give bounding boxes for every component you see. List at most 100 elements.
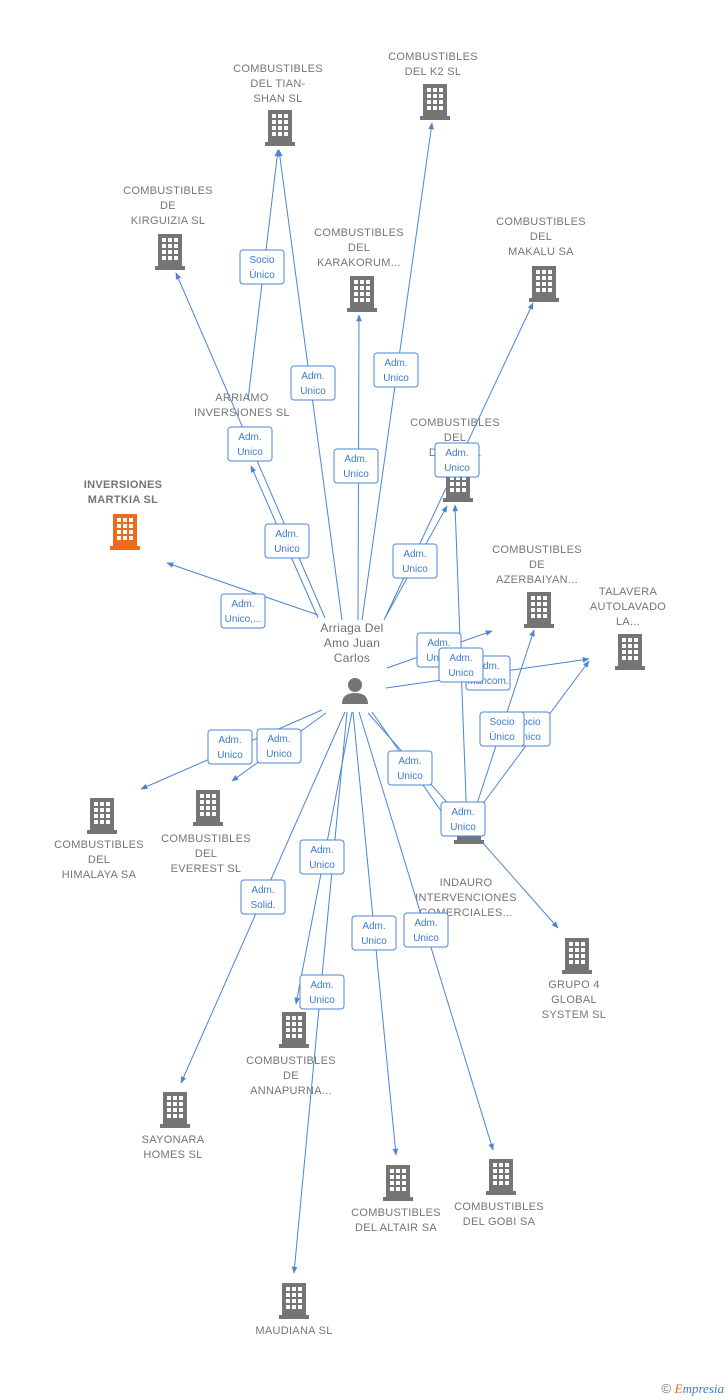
- edge-role-label[interactable]: Adm.Unico: [290, 365, 336, 401]
- edge-role-label[interactable]: Adm.Unico,...: [220, 593, 266, 629]
- edge-role-text: Adm.: [267, 734, 290, 745]
- brand-name: mpresia: [682, 1381, 724, 1396]
- building-icon: [486, 1159, 516, 1195]
- edge-role-label[interactable]: Adm.Unico: [438, 647, 484, 683]
- edge-role-text: Adm.: [310, 845, 333, 856]
- edge-role-label[interactable]: Adm. Unico: [227, 426, 273, 462]
- company-node-karakorum[interactable]: COMBUSTIBLESDELKARAKORUM...: [314, 227, 404, 312]
- company-name-line: COMBUSTIBLES: [54, 839, 144, 851]
- edge-role-box: [392, 543, 438, 579]
- edge-role-text: Unico: [274, 544, 300, 555]
- edge-role-text: Adm.: [403, 549, 426, 560]
- edge-role-label[interactable]: Adm.Unico: [440, 801, 486, 837]
- edge-role-label[interactable]: Adm.Unico: [207, 729, 253, 765]
- company-node-talavera[interactable]: TALAVERAAUTOLAVADOLA...: [590, 586, 666, 670]
- building-icon: [110, 514, 140, 550]
- company-name-line: HOMES SL: [143, 1149, 202, 1161]
- company-node-maudiana[interactable]: MAUDIANA SL: [255, 1283, 332, 1337]
- edge-role-text: Adm.: [238, 432, 261, 443]
- edge-role-box: [299, 839, 345, 875]
- company-name-line: SAYONARA: [142, 1134, 205, 1146]
- edge-role-text: Mancom.: [467, 676, 508, 687]
- edge-role-box: [387, 750, 433, 786]
- edge-role-label[interactable]: Adm.Unico: [392, 543, 438, 579]
- edge-role-text: Adm.: [445, 448, 468, 459]
- company-name-line: COMBUSTIBLES: [233, 63, 323, 75]
- edge-role-label[interactable]: Adm.Unico: [434, 442, 480, 478]
- edge-role-text: Adm.: [362, 921, 385, 932]
- edge-role-box: [299, 974, 345, 1010]
- company-name-line: KIRGUIZIA SL: [131, 215, 206, 227]
- building-icon: [383, 1165, 413, 1201]
- edge-role-label[interactable]: Adm.Unico: [387, 750, 433, 786]
- company-name-line: INVERSIONES SL: [194, 407, 290, 419]
- edge-role-text: Unico: [450, 822, 476, 833]
- person-icon-head: [348, 678, 362, 692]
- edge-role-text: Adm.: [251, 885, 274, 896]
- company-name-line: KARAKORUM...: [317, 257, 401, 269]
- company-name-line: COMBUSTIBLES: [123, 185, 213, 197]
- edge-role-label[interactable]: Adm.Solid.: [240, 879, 286, 915]
- edge-role-box: [438, 647, 484, 683]
- edge-role-label[interactable]: Adm.Unico: [403, 912, 449, 948]
- edge-role-label[interactable]: Adm.Unico: [256, 728, 302, 764]
- person-node[interactable]: Arriaga Del Amo Juan Carlos: [320, 621, 383, 704]
- edge-role-text: Adm.: [427, 638, 450, 649]
- edge-role-box: [264, 523, 310, 559]
- company-name-line: INDAURO: [440, 877, 493, 889]
- company-node-sayonara[interactable]: SAYONARA HOMES SL: [142, 1092, 205, 1161]
- edge-role-label[interactable]: Adm. Unico: [264, 523, 310, 559]
- edge-role-text: Adm.: [231, 599, 254, 610]
- company-node-annapurna[interactable]: COMBUSTIBLESDEANNAPURNA...: [246, 1012, 336, 1097]
- company-name-line: DEL: [348, 242, 370, 254]
- company-name-line: AZERBAIYAN...: [496, 574, 578, 586]
- company-name-line: COMBUSTIBLES: [454, 1201, 544, 1213]
- company-node-azerbaiyan[interactable]: COMBUSTIBLESDEAZERBAIYAN...: [492, 544, 582, 628]
- edge-role-text: Adm.: [398, 756, 421, 767]
- edge-role-label[interactable]: Adm.Unico: [351, 915, 397, 951]
- edge-role-box: [207, 729, 253, 765]
- edge-role-label[interactable]: Adm.Unico: [373, 352, 419, 388]
- building-icon: [524, 592, 554, 628]
- edge-role-text: Adm.: [275, 529, 298, 540]
- company-name-line: DEL ALTAIR SA: [355, 1222, 437, 1234]
- edge-role-box: [440, 801, 486, 837]
- edge-role-text: Unico: [237, 447, 263, 458]
- edge-role-text: Unico: [309, 860, 335, 871]
- edge-role-box: [373, 352, 419, 388]
- building-icon: [155, 234, 185, 270]
- edge-role-text: Unico: [343, 469, 369, 480]
- edge-role-text: Adm.: [449, 653, 472, 664]
- company-name-line: SYSTEM SL: [542, 1009, 606, 1021]
- edge-role-box: [479, 711, 525, 747]
- company-name-line: DEL: [88, 854, 110, 866]
- building-icon: [529, 266, 559, 302]
- building-icon: [279, 1283, 309, 1319]
- edge-role-text: Único: [249, 268, 275, 281]
- company-name-line: DEL: [444, 432, 466, 444]
- person-name-line-1: Arriaga Del: [320, 621, 383, 635]
- edge-role-label[interactable]: Adm.Unico: [299, 974, 345, 1010]
- edge-role-label[interactable]: Adm. Unico: [299, 839, 345, 875]
- company-name-line: COMBUSTIBLES: [161, 833, 251, 845]
- company-name-line: INVERSIONES: [84, 479, 163, 491]
- edge-role-box: [227, 426, 273, 462]
- building-icon: [265, 110, 295, 146]
- edge-role-label[interactable]: Adm.Unico: [333, 448, 379, 484]
- edge-role-text: Unico: [383, 373, 409, 384]
- edge-role-text: Socio: [249, 255, 274, 266]
